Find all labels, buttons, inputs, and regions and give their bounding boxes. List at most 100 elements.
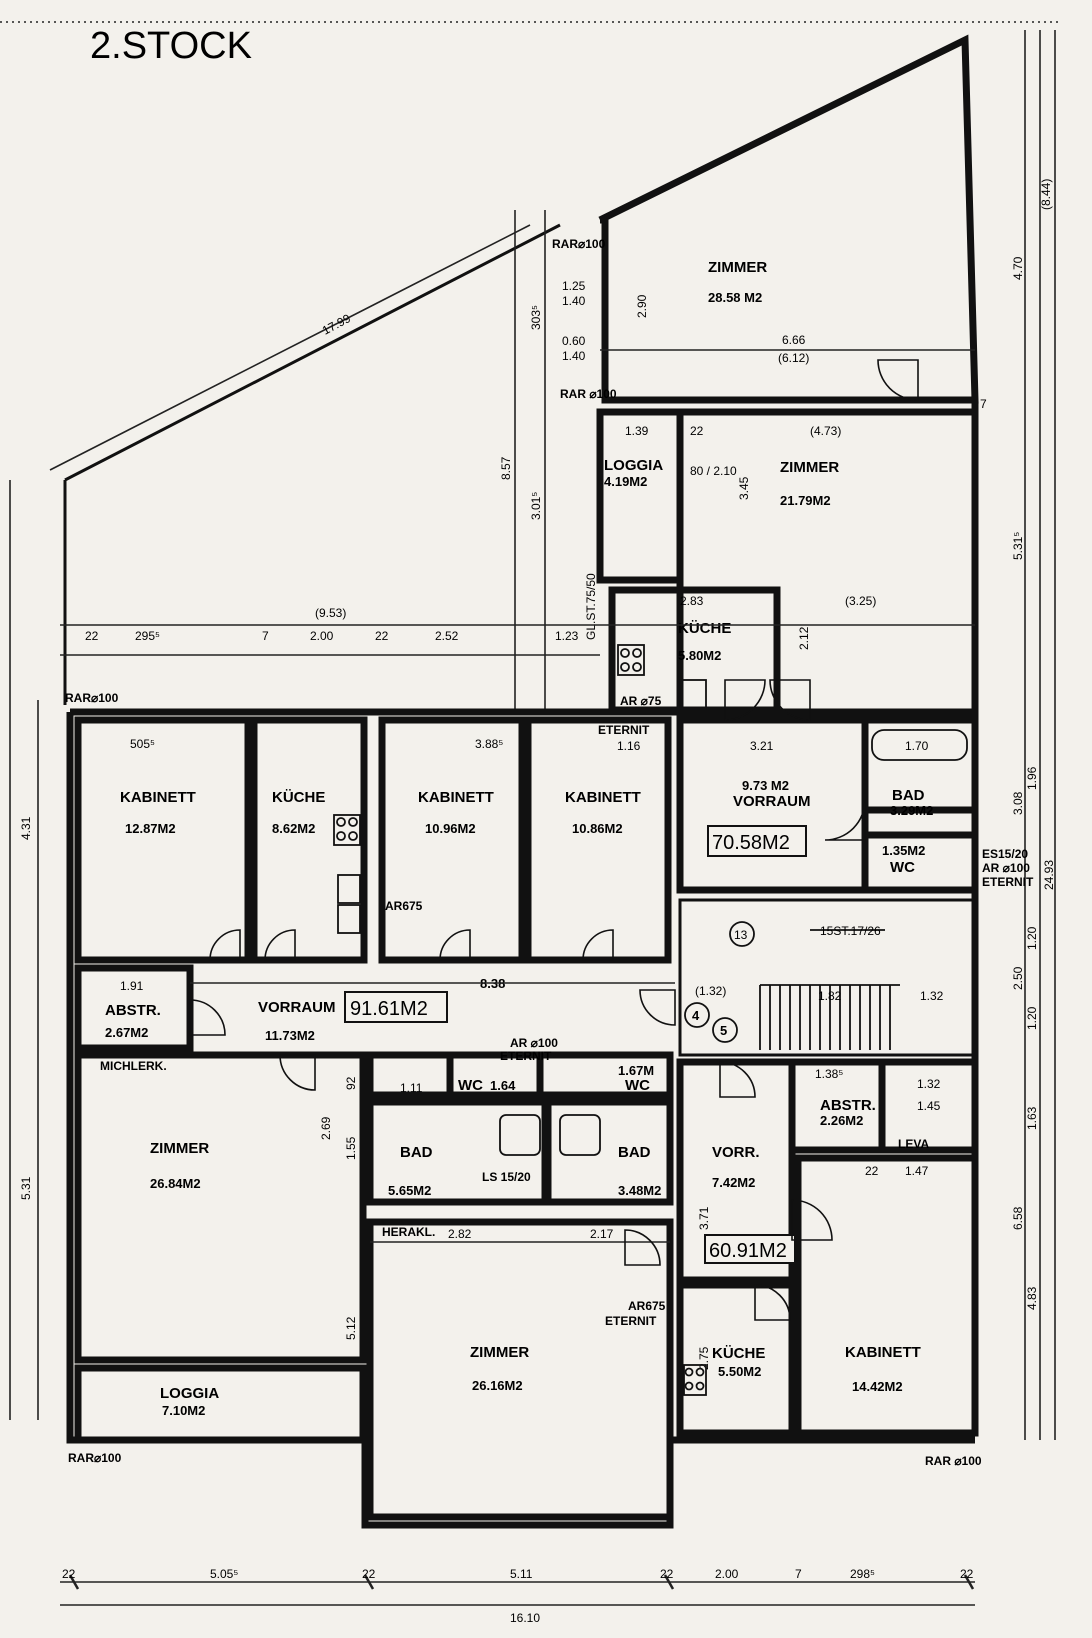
room-bad-right-name: BAD xyxy=(892,787,925,804)
dim-290: 2.90 xyxy=(635,294,649,318)
dim-953: (9.53) xyxy=(315,606,346,620)
dim-200b: 2.00 xyxy=(715,1567,739,1581)
note-ar675-1: AR675 xyxy=(385,899,423,913)
dim-3035: 303⁵ xyxy=(529,305,543,330)
note-eternit-2: ETERNIT xyxy=(500,1049,552,1063)
dim-170: 1.70 xyxy=(905,739,929,753)
room-zimmer-left-name: ZIMMER xyxy=(150,1140,209,1157)
dim-431: 4.31 xyxy=(19,816,33,840)
dim-5055: 505⁵ xyxy=(130,737,155,751)
dim-22b: 22 xyxy=(85,629,99,643)
room-wc-right-area: 1.35M2 xyxy=(882,843,925,858)
dim-060: 0.60 xyxy=(562,334,586,348)
dim-531: 5.31⁵ xyxy=(1011,532,1025,560)
plan-title: 2.STOCK xyxy=(90,25,252,67)
stair-marker-a: 4 xyxy=(692,1008,700,1023)
dim-22c: 22 xyxy=(375,629,389,643)
room-abstr-right-name: ABSTR. xyxy=(820,1097,876,1114)
dim-511: 5.11 xyxy=(510,1567,533,1581)
dim-22f: 22 xyxy=(362,1567,376,1581)
room-kabinett-1-name: KABINETT xyxy=(120,789,196,806)
note-rar-bottom-left: RAR⌀100 xyxy=(68,1451,122,1465)
dim-483: 4.83 xyxy=(1025,1286,1039,1310)
dim-844: (8.44) xyxy=(1039,179,1053,210)
dim-80-210: 80 / 2.10 xyxy=(690,464,737,478)
dim-217: 2.17 xyxy=(590,1227,614,1241)
dim-2493: 24.93 xyxy=(1042,860,1056,890)
dim-123: 1.23 xyxy=(555,629,579,643)
note-ls: LS 15/20 xyxy=(482,1170,531,1184)
room-bad-center-area: 3.48M2 xyxy=(618,1183,661,1198)
dim-7c: 7 xyxy=(795,1567,802,1581)
dim-125a: 1.25 xyxy=(562,279,586,293)
note-ar675-2: AR675 xyxy=(628,1299,666,1313)
room-zimmer-top-area: 28.58 M2 xyxy=(708,290,762,305)
dim-145: 1.45 xyxy=(917,1099,941,1113)
dim-473: (4.73) xyxy=(810,424,841,438)
dim-321: 3.21 xyxy=(750,739,774,753)
dim-269: 2.69 xyxy=(319,1116,333,1140)
room-kabinett-3-name: KABINETT xyxy=(565,789,641,806)
dim-345: 3.45 xyxy=(737,476,751,500)
unit-total-box-2 xyxy=(344,991,448,1023)
note-herakl: HERAKL. xyxy=(382,1225,435,1239)
note-ar-right: AR ⌀100 xyxy=(982,861,1030,875)
dim-2955: 295⁵ xyxy=(135,629,160,643)
dim-512: 5.12 xyxy=(344,1316,358,1340)
note-lift: LEVA xyxy=(898,1137,929,1151)
dim-308: 3.08 xyxy=(1011,791,1025,815)
room-loggia-bottom-name: LOGGIA xyxy=(160,1385,219,1402)
room-wc-left-name: WC xyxy=(458,1077,483,1094)
dim-22h: 22 xyxy=(960,1567,974,1581)
room-zimmer-left-area: 26.84M2 xyxy=(150,1176,201,1191)
room-vorraum-right-area: 9.73 M2 xyxy=(742,778,789,793)
note-rar-top: RAR⌀100 xyxy=(552,237,606,251)
dim-120a: 1.20 xyxy=(1025,926,1039,950)
room-abstr-left-area: 2.67M2 xyxy=(105,1025,148,1040)
unit-total-box-3 xyxy=(704,1234,796,1264)
dim-857: 8.57 xyxy=(499,456,513,480)
note-michlerk: MICHLERK. xyxy=(100,1059,167,1073)
room-loggia-bottom-area: 7.10M2 xyxy=(162,1403,205,1418)
dim-250: 2.50 xyxy=(1011,966,1025,990)
dim-132a: (1.32) xyxy=(695,984,726,998)
dim-2985: 298⁵ xyxy=(850,1567,875,1581)
stair-marker-c: 13 xyxy=(734,928,748,942)
room-zimmer-bottom-area: 26.16M2 xyxy=(472,1378,523,1393)
dim-163: 1.63 xyxy=(1025,1106,1039,1130)
dim-531b: 5.31 xyxy=(19,1176,33,1200)
dim-140a: 1.40 xyxy=(562,294,586,308)
unit-total-3: 60.91M2 xyxy=(709,1240,787,1262)
dim-7b: 7 xyxy=(262,629,269,643)
dim-275: 2.75 xyxy=(697,1346,711,1370)
note-eternit-right: ETERNIT xyxy=(982,875,1034,889)
dim-120b: 1.20 xyxy=(1025,1006,1039,1030)
note-eternit-3: ETERNIT xyxy=(605,1314,657,1328)
dim-139: 1.39 xyxy=(625,424,649,438)
stair-marker-b: 5 xyxy=(720,1023,727,1038)
dim-196: 1.96 xyxy=(1025,766,1039,790)
room-zimmer-mid-area: 21.79M2 xyxy=(780,493,831,508)
dim-371: 3.71 xyxy=(697,1206,711,1230)
room-abstr-right-area: 2.26M2 xyxy=(820,1113,863,1128)
room-zimmer-mid-name: ZIMMER xyxy=(780,459,839,476)
dim-92: 92 xyxy=(344,1076,358,1090)
note-glst: GL.ST.75/50 xyxy=(584,573,598,640)
dim-22e: 22 xyxy=(62,1567,76,1581)
room-bad-right-area: 3.29M2 xyxy=(890,803,933,818)
dim-325: (3.25) xyxy=(845,594,876,608)
room-zimmer-bottom-name: ZIMMER xyxy=(470,1344,529,1361)
dim-666: 6.66 xyxy=(782,333,806,347)
room-wc-right-name: WC xyxy=(890,859,915,876)
room-kueche-bottom-name: KÜCHE xyxy=(712,1345,765,1362)
dim-1610: 16.10 xyxy=(510,1611,540,1625)
dim-155: 1.55 xyxy=(344,1136,358,1160)
unit-total-2: 91.61M2 xyxy=(350,998,428,1020)
room-kabinett-2-area: 10.96M2 xyxy=(425,821,476,836)
note-rar-mid: RAR ⌀100 xyxy=(560,387,617,401)
dim-132b: 1.32 xyxy=(920,989,944,1003)
room-vorraum-right-name: VORRAUM xyxy=(733,793,811,810)
room-vorraum-left-area: 11.73M2 xyxy=(265,1028,315,1043)
room-loggia-top-name: LOGGIA xyxy=(604,457,663,474)
